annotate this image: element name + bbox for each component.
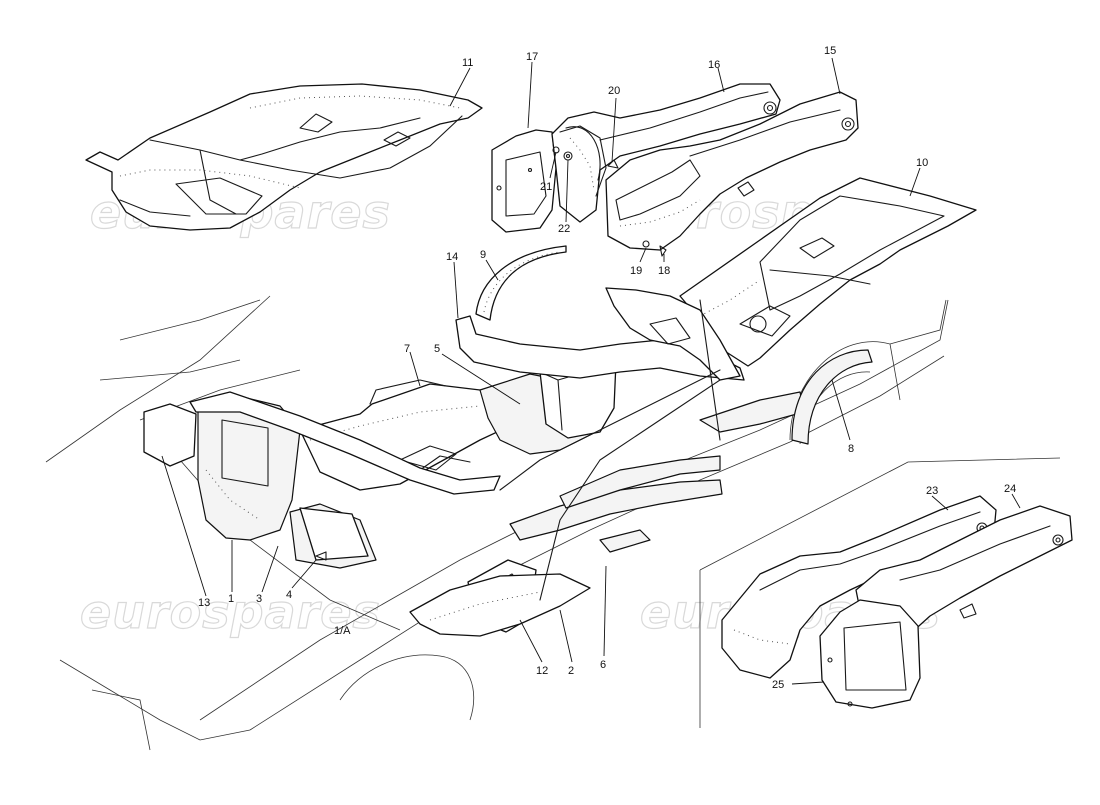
- callout-6: 6: [600, 659, 606, 671]
- callout-13: 13: [198, 597, 210, 609]
- wheel-arch-trim-part-15: [605, 91, 859, 257]
- callout-5: 5: [434, 343, 440, 355]
- watermark-bottom-left: eurospares: [80, 585, 381, 639]
- callout-1: 1: [228, 593, 234, 605]
- leader-10: [909, 167, 921, 197]
- side-trim-part-25: [819, 599, 921, 709]
- leader-3: [261, 545, 279, 593]
- leader-5: [441, 353, 521, 405]
- side-panel-part-13: [143, 403, 197, 467]
- callout-11: 11: [462, 57, 473, 69]
- callout-15: 15: [824, 45, 836, 57]
- tunnel-panel-part-4: [299, 507, 369, 561]
- callout-25: 25: [772, 679, 784, 691]
- leader-12: [519, 619, 543, 663]
- leader-13: [161, 455, 207, 597]
- leader-8: [831, 379, 851, 441]
- leader-11: [449, 67, 471, 107]
- callout-1a: 1/A: [334, 625, 351, 637]
- leader-22: [565, 159, 569, 223]
- leader-24: [1011, 493, 1021, 509]
- callout-14: 14: [446, 251, 458, 263]
- callout-8: 8: [848, 443, 854, 455]
- callout-19: 19: [630, 265, 642, 277]
- leader-19: [639, 247, 647, 263]
- firewall-insulation-part-1: [197, 393, 301, 541]
- callout-20: 20: [608, 85, 620, 97]
- rear-side-trim-part-17: [491, 129, 557, 233]
- callout-16: 16: [708, 59, 720, 71]
- callout-9: 9: [480, 249, 486, 261]
- leader-14: [453, 261, 459, 319]
- leader-20: [611, 97, 617, 163]
- leader-16: [717, 67, 725, 93]
- callout-3: 3: [256, 593, 262, 605]
- front-carpet-part-11: [85, 83, 483, 231]
- callout-12: 12: [536, 665, 548, 677]
- wheel-arch-trim-part-16: [551, 83, 781, 223]
- trunk-carpet-part-10: [679, 177, 977, 367]
- leader-9: [485, 259, 499, 281]
- floor-mat-part-2: [409, 573, 591, 637]
- sill-strip-part-6: [509, 455, 723, 553]
- callout-17: 17: [526, 51, 538, 63]
- inset-frame: [699, 457, 1061, 728]
- rear-shelf-part-14: [455, 315, 745, 381]
- arch-strip-part-9: [475, 245, 567, 321]
- leader-4: [291, 559, 317, 589]
- leader-2: [559, 609, 573, 663]
- leader-25: [791, 681, 825, 685]
- leader-17: [527, 61, 533, 129]
- dashboard-top-strip: [189, 391, 501, 495]
- callout-24: 24: [1004, 483, 1016, 495]
- leader-21: [549, 151, 557, 179]
- callout-23: 23: [926, 485, 938, 497]
- rear-bulkhead-trim: [499, 287, 805, 601]
- callout-4: 4: [286, 589, 292, 601]
- callout-22: 22: [558, 223, 570, 235]
- leader-23: [931, 495, 949, 511]
- callout-21: 21: [540, 181, 552, 193]
- leader-15: [831, 57, 841, 95]
- rear-arch-part-8: [791, 349, 873, 445]
- leader-6: [603, 565, 607, 657]
- callout-7: 7: [404, 343, 410, 355]
- callout-18: 18: [658, 265, 670, 277]
- callout-10: 10: [916, 157, 928, 169]
- callout-2: 2: [568, 665, 574, 677]
- leader-7: [409, 351, 421, 387]
